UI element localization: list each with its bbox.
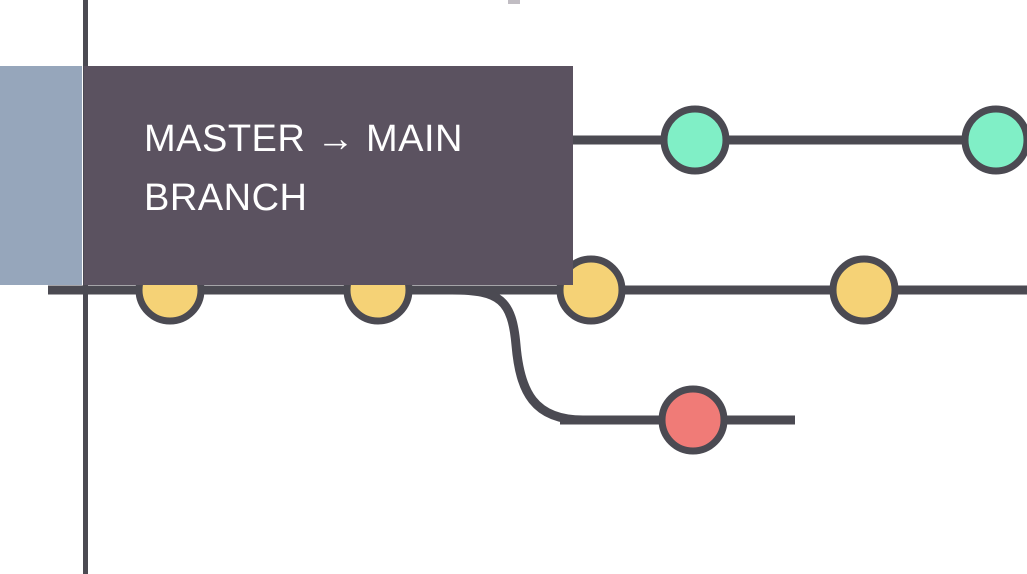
commit-node-green-2[interactable] [961,105,1027,175]
commit-node-green-1[interactable] [660,105,730,175]
master-to-main-callout[interactable]: MASTER → MAIN BRANCH [84,66,573,285]
top-edge-artifact-icon [508,0,520,4]
branch-off-curve [447,285,588,425]
left-blue-gray-block [0,66,82,285]
commit-node-yellow-3[interactable] [556,255,626,325]
callout-label: MASTER → MAIN BRANCH [144,118,463,219]
commit-node-yellow-4[interactable] [829,255,899,325]
commit-node-red-1[interactable] [658,385,728,455]
